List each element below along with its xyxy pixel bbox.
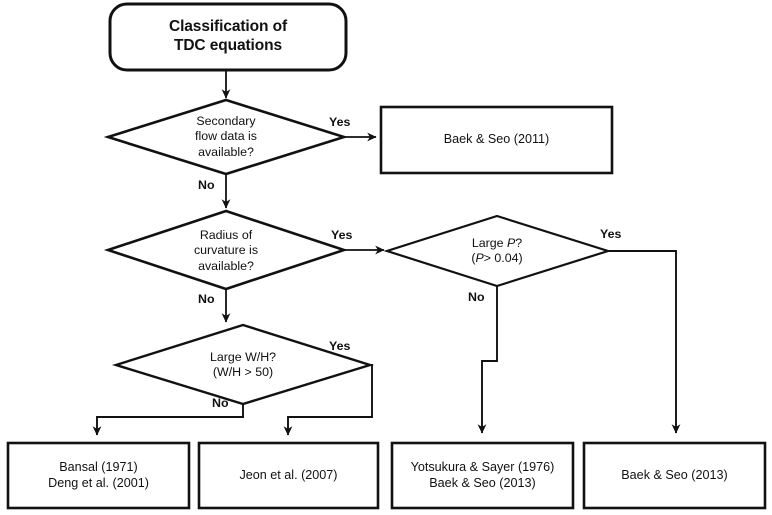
- result-baek-seo-2011-shape: [379, 105, 614, 175]
- edge-large-wh-yes: [283, 364, 373, 436]
- decision-radius-curvature-shape: [103, 209, 349, 291]
- result-bansal-deng-shape: [6, 441, 191, 510]
- result-jeon-2007-shape: [197, 441, 380, 510]
- edge-label-radius-no: No: [198, 292, 215, 306]
- result-yotsukura-baek-shape: [390, 441, 575, 510]
- edge-large-wh-no: [92, 404, 244, 436]
- edge-label-radius-yes: Yes: [331, 228, 353, 242]
- edge-label-secondary-no: No: [198, 178, 215, 192]
- edge-label-large-wh-yes: Yes: [329, 339, 351, 353]
- decision-secondary-flow-shape: [103, 98, 349, 176]
- decision-large-wh-shape: [111, 323, 375, 406]
- edge-label-secondary-yes: Yes: [329, 115, 351, 129]
- edge-label-large-p-no: No: [468, 290, 485, 304]
- result-baek-seo-2013-shape: [582, 441, 767, 510]
- start-node-shape: [108, 2, 348, 72]
- decision-large-p-shape: [383, 214, 612, 288]
- edge-label-large-p-yes: Yes: [600, 227, 622, 241]
- edge-large-p-yes: [608, 250, 681, 434]
- edge-large-p-no: [477, 286, 498, 434]
- edge-label-large-wh-no: No: [212, 396, 229, 410]
